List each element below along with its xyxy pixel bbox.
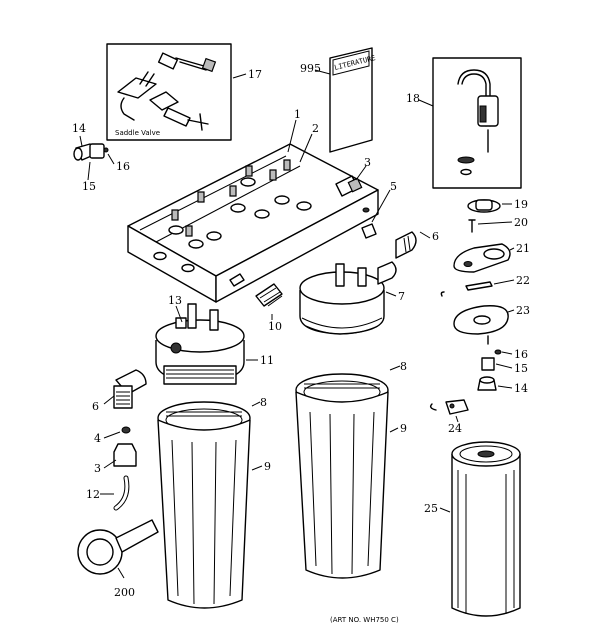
faucet-washer [457, 156, 475, 164]
housing-wrench: 200 [77, 519, 159, 599]
label-4: 4 [94, 432, 101, 445]
label-995: 995 [300, 62, 321, 75]
label-17: 17 [248, 68, 262, 81]
label-13: 13 [168, 294, 182, 307]
label-19: 19 [514, 198, 528, 211]
saddle-valve-caption: Saddle Valve [115, 129, 160, 137]
label-15b: 15 [514, 362, 528, 375]
label-11: 11 [260, 354, 274, 367]
literature-booklet: LITERATURE 995 [300, 47, 376, 153]
label-18: 18 [406, 92, 420, 105]
label-9a: 9 [264, 460, 271, 473]
label-10: 10 [268, 320, 282, 333]
part-number-caption: (ART NO. WH750 C) [330, 616, 399, 624]
label-16b: 16 [514, 348, 528, 361]
label-1: 1 [294, 108, 301, 121]
label-8b: 8 [400, 360, 407, 373]
label-3b: 3 [94, 462, 101, 475]
connector-10: 10 [229, 273, 283, 333]
label-20: 20 [514, 216, 528, 229]
label-2: 2 [312, 122, 319, 135]
label-6a: 6 [432, 230, 439, 243]
right-filter-head: 7 [299, 261, 405, 335]
label-7: 7 [398, 290, 405, 303]
label-3a: 3 [364, 156, 371, 169]
label-5: 5 [390, 180, 397, 193]
label-9b: 9 [400, 422, 407, 435]
left-lower-fittings: 6 4 3 12 [86, 369, 147, 511]
label-14b: 14 [514, 382, 528, 395]
mounting-bracket: 1 2 [127, 108, 379, 303]
faucet-frame [432, 57, 522, 189]
faucet-spout [457, 69, 491, 127]
saddle-valve-inset: Saddle Valve 17 [106, 43, 262, 141]
saddle-valve-frame [106, 43, 232, 141]
label-25: 25 [424, 502, 438, 515]
label-6b: 6 [92, 400, 99, 413]
saddle-valve-drawing [117, 52, 217, 131]
upper-right-fittings: 3 5 6 [335, 156, 439, 259]
bracket-screws [171, 159, 291, 237]
left-filter-head: 13 11 [155, 294, 274, 385]
bracket-holes [153, 177, 312, 273]
label-22: 22 [516, 274, 530, 287]
label-15a: 15 [82, 180, 96, 193]
label-8a: 8 [260, 396, 267, 409]
faucet-inset: 18 [406, 57, 522, 189]
label-12: 12 [86, 488, 100, 501]
label-21: 21 [516, 242, 530, 255]
right-filter-housing: 8 9 [295, 360, 407, 579]
label-24: 24 [448, 422, 462, 435]
filter-cartridge: 25 [424, 441, 521, 617]
label-200: 200 [114, 586, 135, 599]
label-16a: 16 [116, 160, 130, 173]
left-filter-housing: 8 9 [157, 396, 271, 609]
left-fitting-group: 14 15 16 [72, 122, 130, 193]
faucet-base-parts: 19 20 21 22 23 16 15 14 24 [429, 198, 530, 435]
label-23: 23 [516, 304, 530, 317]
label-14a: 14 [72, 122, 86, 135]
